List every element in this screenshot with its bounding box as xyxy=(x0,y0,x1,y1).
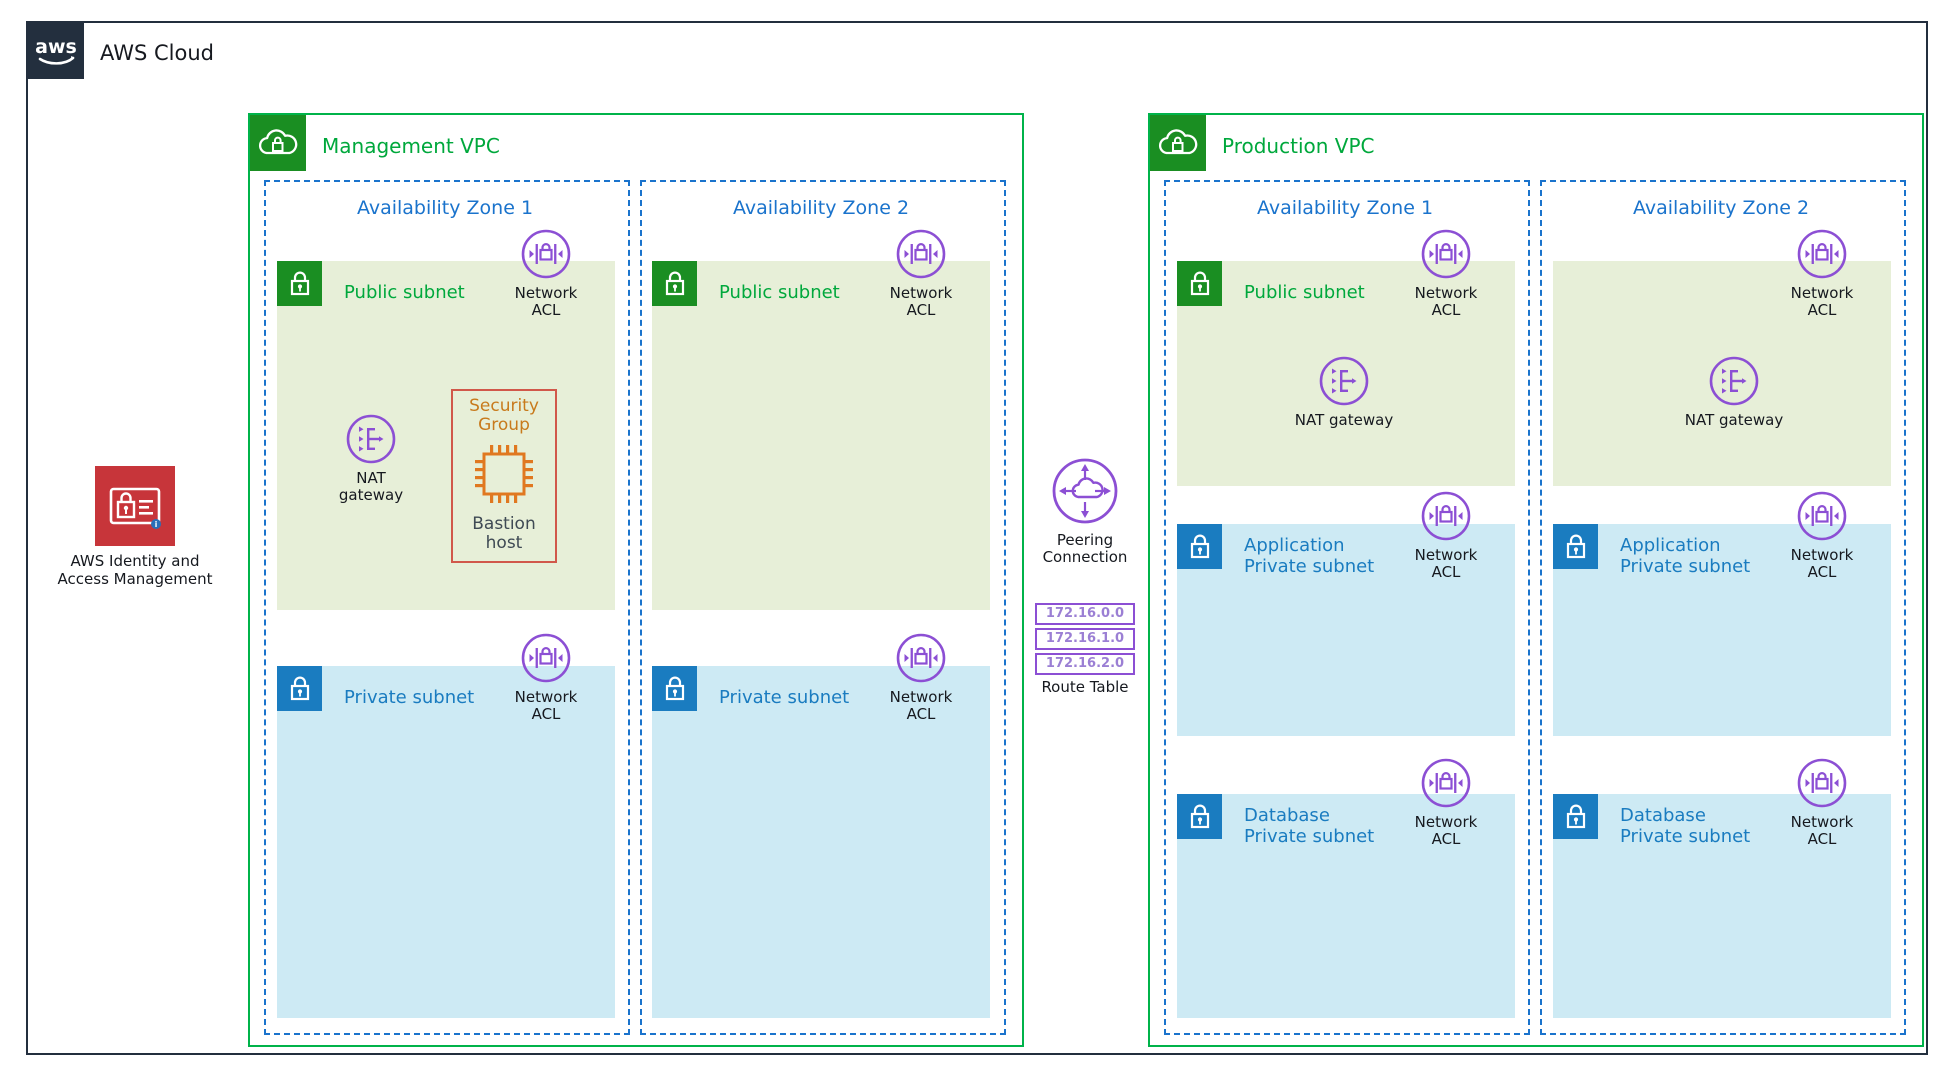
subnet-lock-icon xyxy=(1177,794,1222,839)
security-group-bastion: Security Group Bastion host xyxy=(451,389,557,563)
vpc-cloud-lock-icon xyxy=(1150,115,1206,171)
network-acl-prod-az1-database: Network ACL xyxy=(1400,757,1492,848)
subnet-label-prod-az2-application: Application Private subnet xyxy=(1620,535,1751,577)
network-acl-icon xyxy=(1776,228,1868,284)
network-acl-mgmt-az1-private: Network ACL xyxy=(500,632,592,723)
nat-gateway-mgmt-az1: NAT gateway xyxy=(325,413,417,504)
subnet-lock-icon xyxy=(277,666,322,711)
svg-text:i: i xyxy=(155,520,158,529)
network-acl-label: Network ACL xyxy=(1414,546,1478,581)
subnet-lock-icon xyxy=(1553,524,1598,569)
vpc-production-title: Production VPC xyxy=(1222,134,1375,158)
subnet-prod-az2-database xyxy=(1553,794,1891,1018)
network-acl-icon xyxy=(500,228,592,284)
az-frame-mgmt-az1 xyxy=(264,180,630,1035)
subnet-mgmt-az2-private xyxy=(652,666,990,1018)
nat-gateway-prod-az2: NAT gateway xyxy=(1664,355,1804,429)
network-acl-prod-az2-database: Network ACL xyxy=(1776,757,1868,848)
network-acl-icon xyxy=(1400,490,1492,546)
network-acl-prod-az2-public: Network ACL xyxy=(1776,228,1868,319)
az-title-prod-az1: Availability Zone 1 xyxy=(1256,197,1434,219)
network-acl-icon xyxy=(1776,490,1868,546)
subnet-prod-az1-application xyxy=(1177,524,1515,736)
svg-text:aws: aws xyxy=(35,36,77,58)
aws-cloud-title: AWS Cloud xyxy=(100,41,214,65)
az-title-mgmt-az2: Availability Zone 2 xyxy=(732,197,910,219)
subnet-label-prod-az1-application: Application Private subnet xyxy=(1244,535,1375,577)
subnet-lock-icon xyxy=(277,261,322,306)
iam-label: AWS Identity and Access Management xyxy=(57,552,213,588)
route-table: 172.16.0.0 172.16.1.0 172.16.2.0 Route T… xyxy=(1035,603,1135,696)
az-title-prod-az2: Availability Zone 2 xyxy=(1632,197,1810,219)
peering-connection-label: Peering Connection xyxy=(1042,531,1128,566)
nat-gateway-icon xyxy=(1664,355,1804,411)
route-table-label: Route Table xyxy=(1041,678,1129,696)
subnet-mgmt-az1-public xyxy=(277,261,615,610)
peering-connection-icon xyxy=(1030,455,1140,531)
subnet-label-prod-az1-database: Database Private subnet xyxy=(1244,805,1375,847)
subnet-prod-az1-database xyxy=(1177,794,1515,1018)
az-frame-mgmt-az2 xyxy=(640,180,1006,1035)
security-group-title: Security Group xyxy=(469,396,539,435)
iam-icon: i xyxy=(95,466,175,546)
az-frame-prod-az1 xyxy=(1164,180,1530,1035)
subnet-label-mgmt-az2-private: Private subnet xyxy=(719,687,850,708)
subnet-prod-az1-public xyxy=(1177,261,1515,486)
route-table-entry: 172.16.1.0 xyxy=(1035,628,1135,650)
nat-gateway-label: NAT gateway xyxy=(1684,411,1784,429)
route-table-entry: 172.16.2.0 xyxy=(1035,653,1135,675)
network-acl-mgmt-az2-private: Network ACL xyxy=(875,632,967,723)
network-acl-label: Network ACL xyxy=(1790,813,1854,848)
network-acl-label: Network ACL xyxy=(1790,546,1854,581)
network-acl-label: Network ACL xyxy=(1790,284,1854,319)
subnet-lock-icon xyxy=(1177,524,1222,569)
network-acl-label: Network ACL xyxy=(514,688,578,723)
az-frame-prod-az2 xyxy=(1540,180,1906,1035)
az-title-mgmt-az1: Availability Zone 1 xyxy=(356,197,534,219)
subnet-lock-icon xyxy=(1177,261,1222,306)
subnet-lock-icon xyxy=(652,261,697,306)
network-acl-icon xyxy=(875,228,967,284)
subnet-label-mgmt-az1-public: Public subnet xyxy=(344,282,465,303)
network-acl-label: Network ACL xyxy=(514,284,578,319)
subnet-label-mgmt-az2-public: Public subnet xyxy=(719,282,840,303)
network-acl-icon xyxy=(875,632,967,688)
network-acl-prod-az2-application: Network ACL xyxy=(1776,490,1868,581)
aws-logo-icon: aws xyxy=(28,23,84,79)
network-acl-mgmt-az2-public: Network ACL xyxy=(875,228,967,319)
network-acl-label: Network ACL xyxy=(889,284,953,319)
network-acl-label: Network ACL xyxy=(1414,813,1478,848)
network-acl-label: Network ACL xyxy=(889,688,953,723)
subnet-label-prod-az1-public: Public subnet xyxy=(1244,282,1365,303)
network-acl-icon xyxy=(1400,228,1492,284)
subnet-mgmt-az1-private xyxy=(277,666,615,1018)
vpc-management-title: Management VPC xyxy=(322,134,500,158)
bastion-host-label: Bastion host xyxy=(472,514,536,553)
network-acl-label: Network ACL xyxy=(1414,284,1478,319)
nat-gateway-label: NAT gateway xyxy=(1294,411,1394,429)
network-acl-mgmt-az1-public: Network ACL xyxy=(500,228,592,319)
subnet-prod-az2-application xyxy=(1553,524,1891,736)
bastion-host-chip-icon xyxy=(453,437,555,515)
nat-gateway-prod-az1: NAT gateway xyxy=(1274,355,1414,429)
network-acl-prod-az1-application: Network ACL xyxy=(1400,490,1492,581)
network-acl-icon xyxy=(1400,757,1492,813)
nat-gateway-icon xyxy=(1274,355,1414,411)
subnet-label-prod-az2-database: Database Private subnet xyxy=(1620,805,1751,847)
network-acl-icon xyxy=(1776,757,1868,813)
peering-connection: Peering Connection xyxy=(1030,455,1140,566)
nat-gateway-label: NAT gateway xyxy=(338,469,404,504)
nat-gateway-icon xyxy=(325,413,417,469)
subnet-mgmt-az2-public xyxy=(652,261,990,610)
network-acl-icon xyxy=(500,632,592,688)
network-acl-prod-az1-public: Network ACL xyxy=(1400,228,1492,319)
vpc-cloud-lock-icon xyxy=(250,115,306,171)
subnet-lock-icon xyxy=(652,666,697,711)
route-table-entry: 172.16.0.0 xyxy=(1035,603,1135,625)
subnet-lock-icon xyxy=(1553,794,1598,839)
subnet-label-mgmt-az1-private: Private subnet xyxy=(344,687,475,708)
